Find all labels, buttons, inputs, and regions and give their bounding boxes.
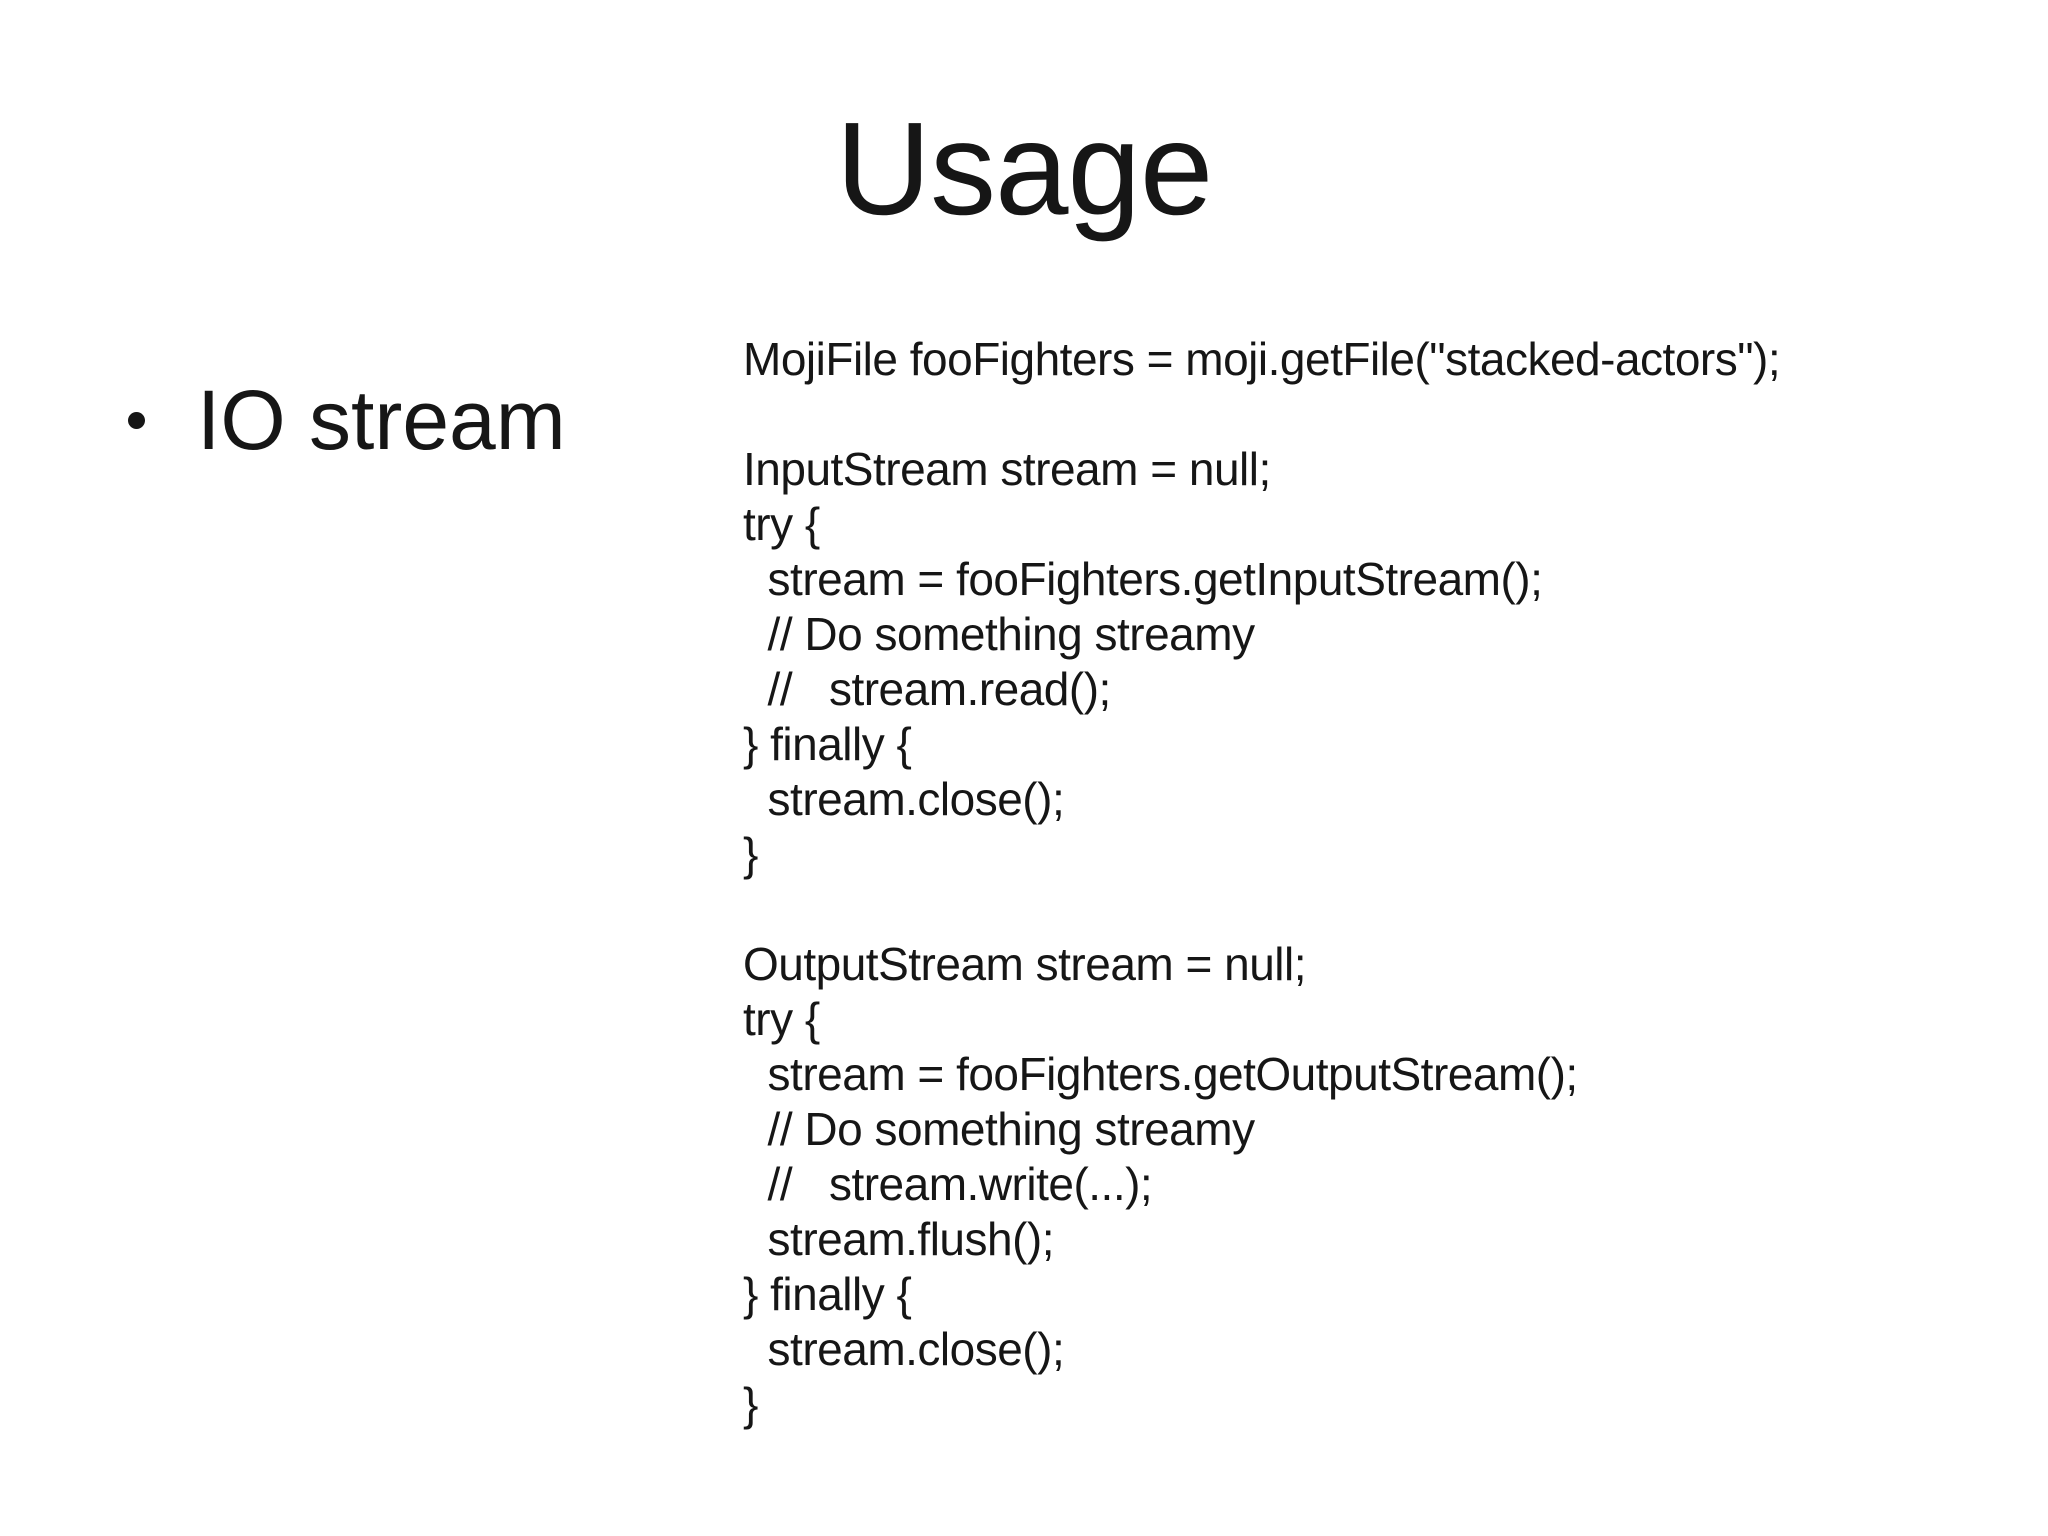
bullet-dot [128,411,145,429]
code-line: try { [743,993,820,1045]
code-line: // Do something streamy [743,1103,1256,1155]
code-line: stream = fooFighters.getOutputStream(); [743,1048,1579,1100]
code-line [743,387,1780,442]
code-line: // Do something streamy [743,608,1256,660]
code-line: // stream.read(); [743,663,1112,715]
code-line: stream.close(); [743,773,1065,825]
slide-title: Usage [835,95,1214,242]
code-line: stream.flush(); [743,1213,1055,1265]
code-line: // stream.write(...); [743,1158,1153,1210]
code-line: } [743,828,758,880]
bullet-item: IO stream [128,378,566,462]
code-line: } finally { [743,718,912,770]
code-line: stream.close(); [743,1323,1065,1375]
bullet-text: IO stream [197,373,566,467]
code-line: } finally { [743,1268,912,1320]
code-line: } [743,1378,758,1430]
code-line: OutputStream stream = null; [743,938,1307,990]
code-line: try { [743,498,820,550]
code-line: MojiFile fooFighters = moji.getFile("sta… [743,333,1781,385]
code-line: stream = fooFighters.getInputStream(); [743,553,1543,605]
code-line [743,882,1780,937]
code-block: MojiFile fooFighters = moji.getFile("sta… [743,332,1781,1432]
code-line: InputStream stream = null; [743,443,1271,495]
